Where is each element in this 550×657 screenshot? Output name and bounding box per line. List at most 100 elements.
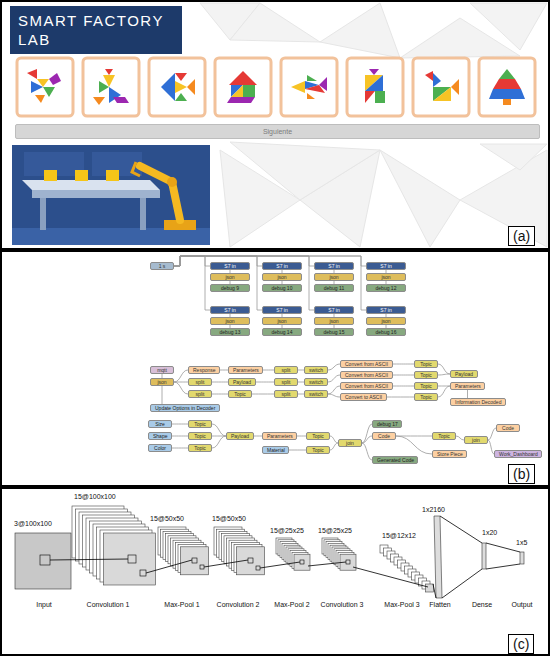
flow-wire bbox=[174, 256, 366, 310]
flow-node: switch bbox=[304, 366, 328, 374]
flow-node: debug 9 bbox=[210, 284, 250, 292]
flow-node: json bbox=[314, 273, 354, 281]
flow-node: debug 16 bbox=[366, 328, 406, 336]
node-text: S7 in bbox=[276, 307, 287, 314]
flow-wire bbox=[362, 436, 372, 443]
node-text: S7 in bbox=[224, 307, 235, 314]
tangram-cards-part-part bbox=[105, 69, 113, 75]
flow-node: 1 s bbox=[150, 262, 174, 270]
node-text: Topic bbox=[420, 383, 432, 390]
node-text: Convert from ASCII bbox=[345, 361, 388, 368]
cnn-layers-part bbox=[15, 533, 71, 589]
flow-node: Topic bbox=[432, 432, 456, 440]
flow-wire bbox=[212, 436, 226, 448]
factory-illustration-part bbox=[12, 228, 210, 245]
flow-node: Color bbox=[148, 444, 172, 452]
flow-node: Topic bbox=[228, 390, 252, 398]
cnn-layers bbox=[15, 506, 524, 598]
flow-node: json bbox=[366, 317, 406, 325]
layer-label: Convolution 1 bbox=[87, 600, 130, 609]
node-text: Color bbox=[154, 445, 166, 452]
flow-node: Topic bbox=[188, 420, 212, 428]
title-banner: SMART FACTORY LAB bbox=[10, 6, 182, 54]
background-pattern-part bbox=[230, 142, 380, 200]
flow-node: json bbox=[262, 317, 302, 325]
flow-node: Convert to ASCII bbox=[340, 393, 387, 401]
cnn-layers-part-part bbox=[308, 562, 346, 566]
node-text: Convert to ASCII bbox=[345, 394, 382, 401]
layer-label: Max-Pool 1 bbox=[164, 600, 199, 609]
tangram-cards-part-part bbox=[433, 87, 451, 101]
cnn-layers-part bbox=[40, 555, 50, 565]
node-text: Information Decoded bbox=[455, 399, 501, 406]
layer-label: 15@25x25 bbox=[318, 526, 352, 535]
tangram-cards-part-part bbox=[319, 77, 327, 91]
flow-wire bbox=[174, 256, 210, 310]
layer-label: Convolution 2 bbox=[217, 600, 260, 609]
tangram-cards-part-part bbox=[493, 79, 521, 89]
flow-node: Parameters bbox=[450, 382, 485, 390]
cnn-layers-part bbox=[426, 584, 434, 592]
node-text: debug 9 bbox=[221, 285, 239, 292]
flow-node: S7 in bbox=[366, 306, 406, 314]
flow-node: split bbox=[274, 366, 298, 374]
panel-tag: (c) bbox=[508, 634, 534, 654]
flow-wire bbox=[256, 382, 274, 383]
flow-wire bbox=[438, 374, 450, 375]
node-text: S7 in bbox=[328, 307, 339, 314]
node-text: debug 10 bbox=[272, 285, 293, 292]
node-text: Code bbox=[502, 425, 514, 432]
node-text: json bbox=[157, 379, 166, 386]
node-text: Update Options in Decoder bbox=[155, 405, 215, 412]
flow-node: Convert from ASCII bbox=[340, 360, 393, 368]
node-text: json bbox=[277, 318, 286, 325]
flow-node: debug 10 bbox=[262, 284, 302, 292]
flow-node: debug 14 bbox=[262, 328, 302, 336]
node-text: json bbox=[329, 274, 338, 281]
layer-label: 1x20 bbox=[482, 528, 497, 537]
node-text: Topic bbox=[420, 372, 432, 379]
tangram-cards-part-part bbox=[231, 85, 243, 97]
factory-illustration-part bbox=[75, 170, 88, 181]
flow-node: Topic bbox=[306, 446, 330, 454]
cnn-layers-part-part bbox=[353, 567, 428, 587]
node-text: Topic bbox=[420, 394, 432, 401]
cnn-layers-part-part bbox=[486, 543, 520, 552]
factory-illustration bbox=[12, 145, 210, 245]
flow-wire bbox=[362, 424, 372, 443]
tangram-cards-part-part bbox=[433, 73, 441, 87]
node-text: Topic bbox=[312, 433, 324, 440]
node-text: Payload bbox=[455, 371, 473, 378]
layer-label: Max-Pool 3 bbox=[384, 600, 419, 609]
panel-frames-part bbox=[1, 488, 549, 655]
flow-wire bbox=[330, 436, 338, 443]
tangram-cards-part-part bbox=[187, 79, 195, 95]
node-text: Work_Dashboard bbox=[499, 451, 538, 458]
tangram-cards-part-part bbox=[375, 91, 385, 103]
layer-label: 1x2160 bbox=[422, 505, 445, 514]
node-text: Size bbox=[155, 421, 165, 428]
node-text: SMART FACTORY LAB bbox=[18, 11, 174, 49]
flow-node: Store Piece bbox=[432, 450, 467, 458]
tangram-cards-part bbox=[27, 69, 61, 103]
flow-wire bbox=[174, 382, 188, 394]
layer-label: Input bbox=[36, 600, 52, 609]
panel-frames-part bbox=[1, 1, 549, 249]
tangram-cards-part-part bbox=[161, 73, 175, 101]
tangram-cards-part-part bbox=[433, 87, 451, 101]
flow-node: json bbox=[210, 273, 250, 281]
layer-label: 15@50x50 bbox=[212, 514, 246, 523]
tangram-cards-part bbox=[93, 69, 129, 105]
tangram-cards-part-part bbox=[451, 79, 459, 95]
factory-illustration-part bbox=[140, 198, 146, 230]
cnn-layers-part bbox=[300, 560, 304, 564]
node-text: split bbox=[196, 379, 205, 386]
flow-wire bbox=[362, 443, 372, 460]
tangram-cards-part-part bbox=[227, 97, 255, 103]
flow-node: Topic bbox=[414, 360, 438, 368]
flow-node: S7 in bbox=[210, 306, 250, 314]
flow-node: switch bbox=[304, 378, 328, 386]
background-pattern-part bbox=[230, 3, 320, 42]
flow-wire bbox=[174, 370, 188, 382]
tangram-cards-part bbox=[149, 58, 205, 116]
